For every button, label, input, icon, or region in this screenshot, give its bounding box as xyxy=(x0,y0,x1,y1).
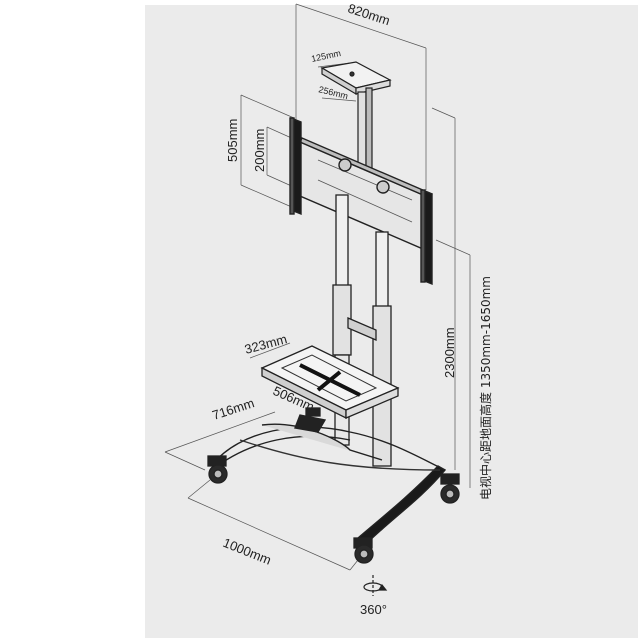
camera-shelf xyxy=(320,61,392,191)
label-323: 323mm xyxy=(243,331,289,357)
vesa-bracket xyxy=(289,116,433,286)
equipment-tray xyxy=(260,345,400,420)
label-360: 360° xyxy=(360,602,387,617)
caster-wheels xyxy=(207,407,460,564)
rotation-arrow-icon xyxy=(363,575,388,596)
label-tv-center-height: 电视中心距地面高度 1350mm-1650mm xyxy=(478,276,493,500)
label-1000: 1000mm xyxy=(221,535,274,568)
label-820: 820mm xyxy=(346,1,392,29)
label-2300: 2300mm xyxy=(442,327,457,378)
label-125: 125mm xyxy=(310,48,341,64)
base-frame xyxy=(211,414,447,546)
label-505: 505mm xyxy=(225,119,240,162)
label-200: 200mm xyxy=(252,129,267,172)
support-columns xyxy=(332,194,392,467)
label-716: 716mm xyxy=(210,395,256,423)
